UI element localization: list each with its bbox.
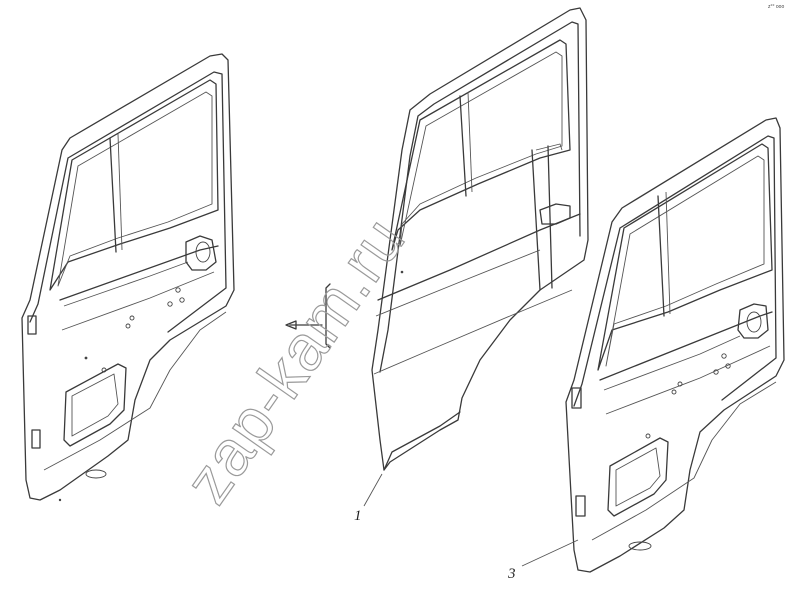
callout-label-1: 1 [354, 508, 362, 524]
right-door-assembly [565, 117, 785, 573]
svg-text:zap-kam.ru: zap-kam.ru [170, 204, 418, 516]
callout-part-3: 3 [507, 539, 579, 582]
direction-arrow [285, 283, 331, 349]
center-door-outer-panel [371, 7, 589, 471]
left-door-frame [21, 53, 235, 502]
callout-label-3: 3 [507, 566, 516, 582]
corner-mark: z°° ooo [768, 4, 784, 10]
callout-part-1: 1 [354, 473, 383, 524]
watermark: zap-kam.ru [170, 204, 420, 517]
